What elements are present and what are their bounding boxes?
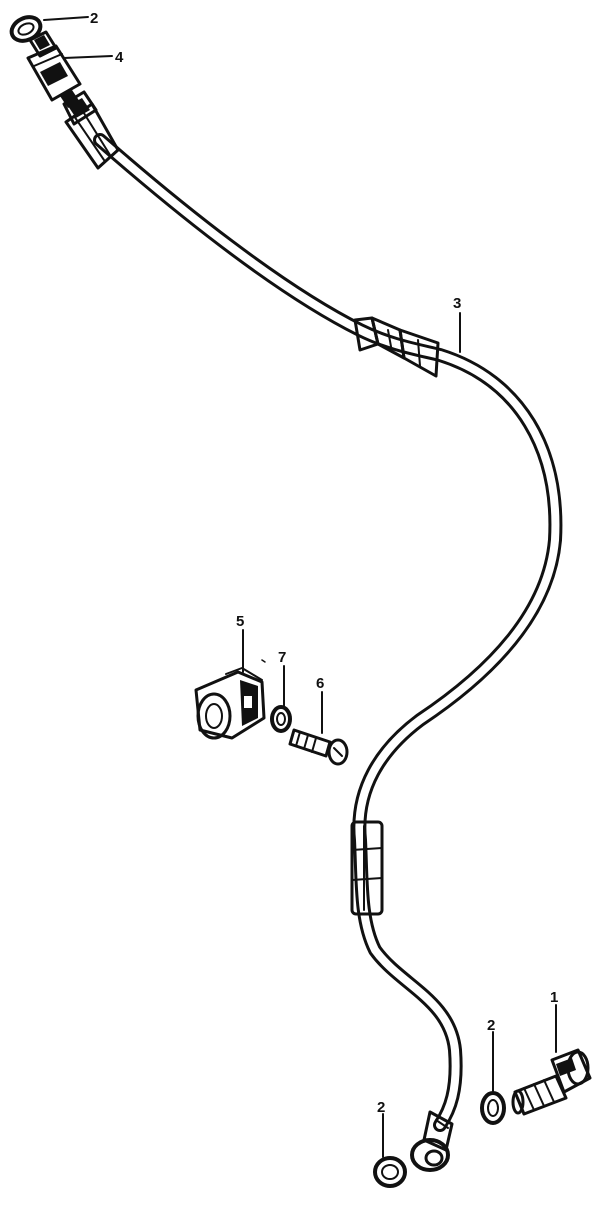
washer-top [9, 15, 43, 43]
bolt-part-6 [288, 728, 349, 766]
fitting-part-4 [26, 30, 82, 108]
callout-3: 3 [453, 295, 461, 312]
callout-2-bottom-right: 2 [487, 1017, 495, 1034]
banjo-fitting [410, 1110, 454, 1172]
callout-1: 1 [550, 989, 558, 1006]
hose-sleeve-lower [350, 820, 384, 916]
callout-2-top: 2 [90, 10, 98, 27]
washer-bottom-right [480, 1091, 506, 1125]
callout-5: 5 [236, 613, 244, 630]
hose-sleeve-upper [353, 316, 440, 378]
brake-hose [93, 133, 563, 1132]
callout-6: 6 [316, 675, 324, 692]
callout-2-bottom-left: 2 [377, 1099, 385, 1116]
callout-labels: 2 4 3 5 7 6 1 2 2 [90, 10, 558, 1116]
callout-4: 4 [115, 49, 124, 66]
hose-clamp [194, 667, 266, 740]
callout-leaders [43, 16, 557, 1158]
washer-bottom-left [373, 1156, 407, 1188]
washer-part-7 [270, 705, 292, 733]
union-bolt [511, 1048, 592, 1116]
callout-7: 7 [278, 649, 286, 666]
